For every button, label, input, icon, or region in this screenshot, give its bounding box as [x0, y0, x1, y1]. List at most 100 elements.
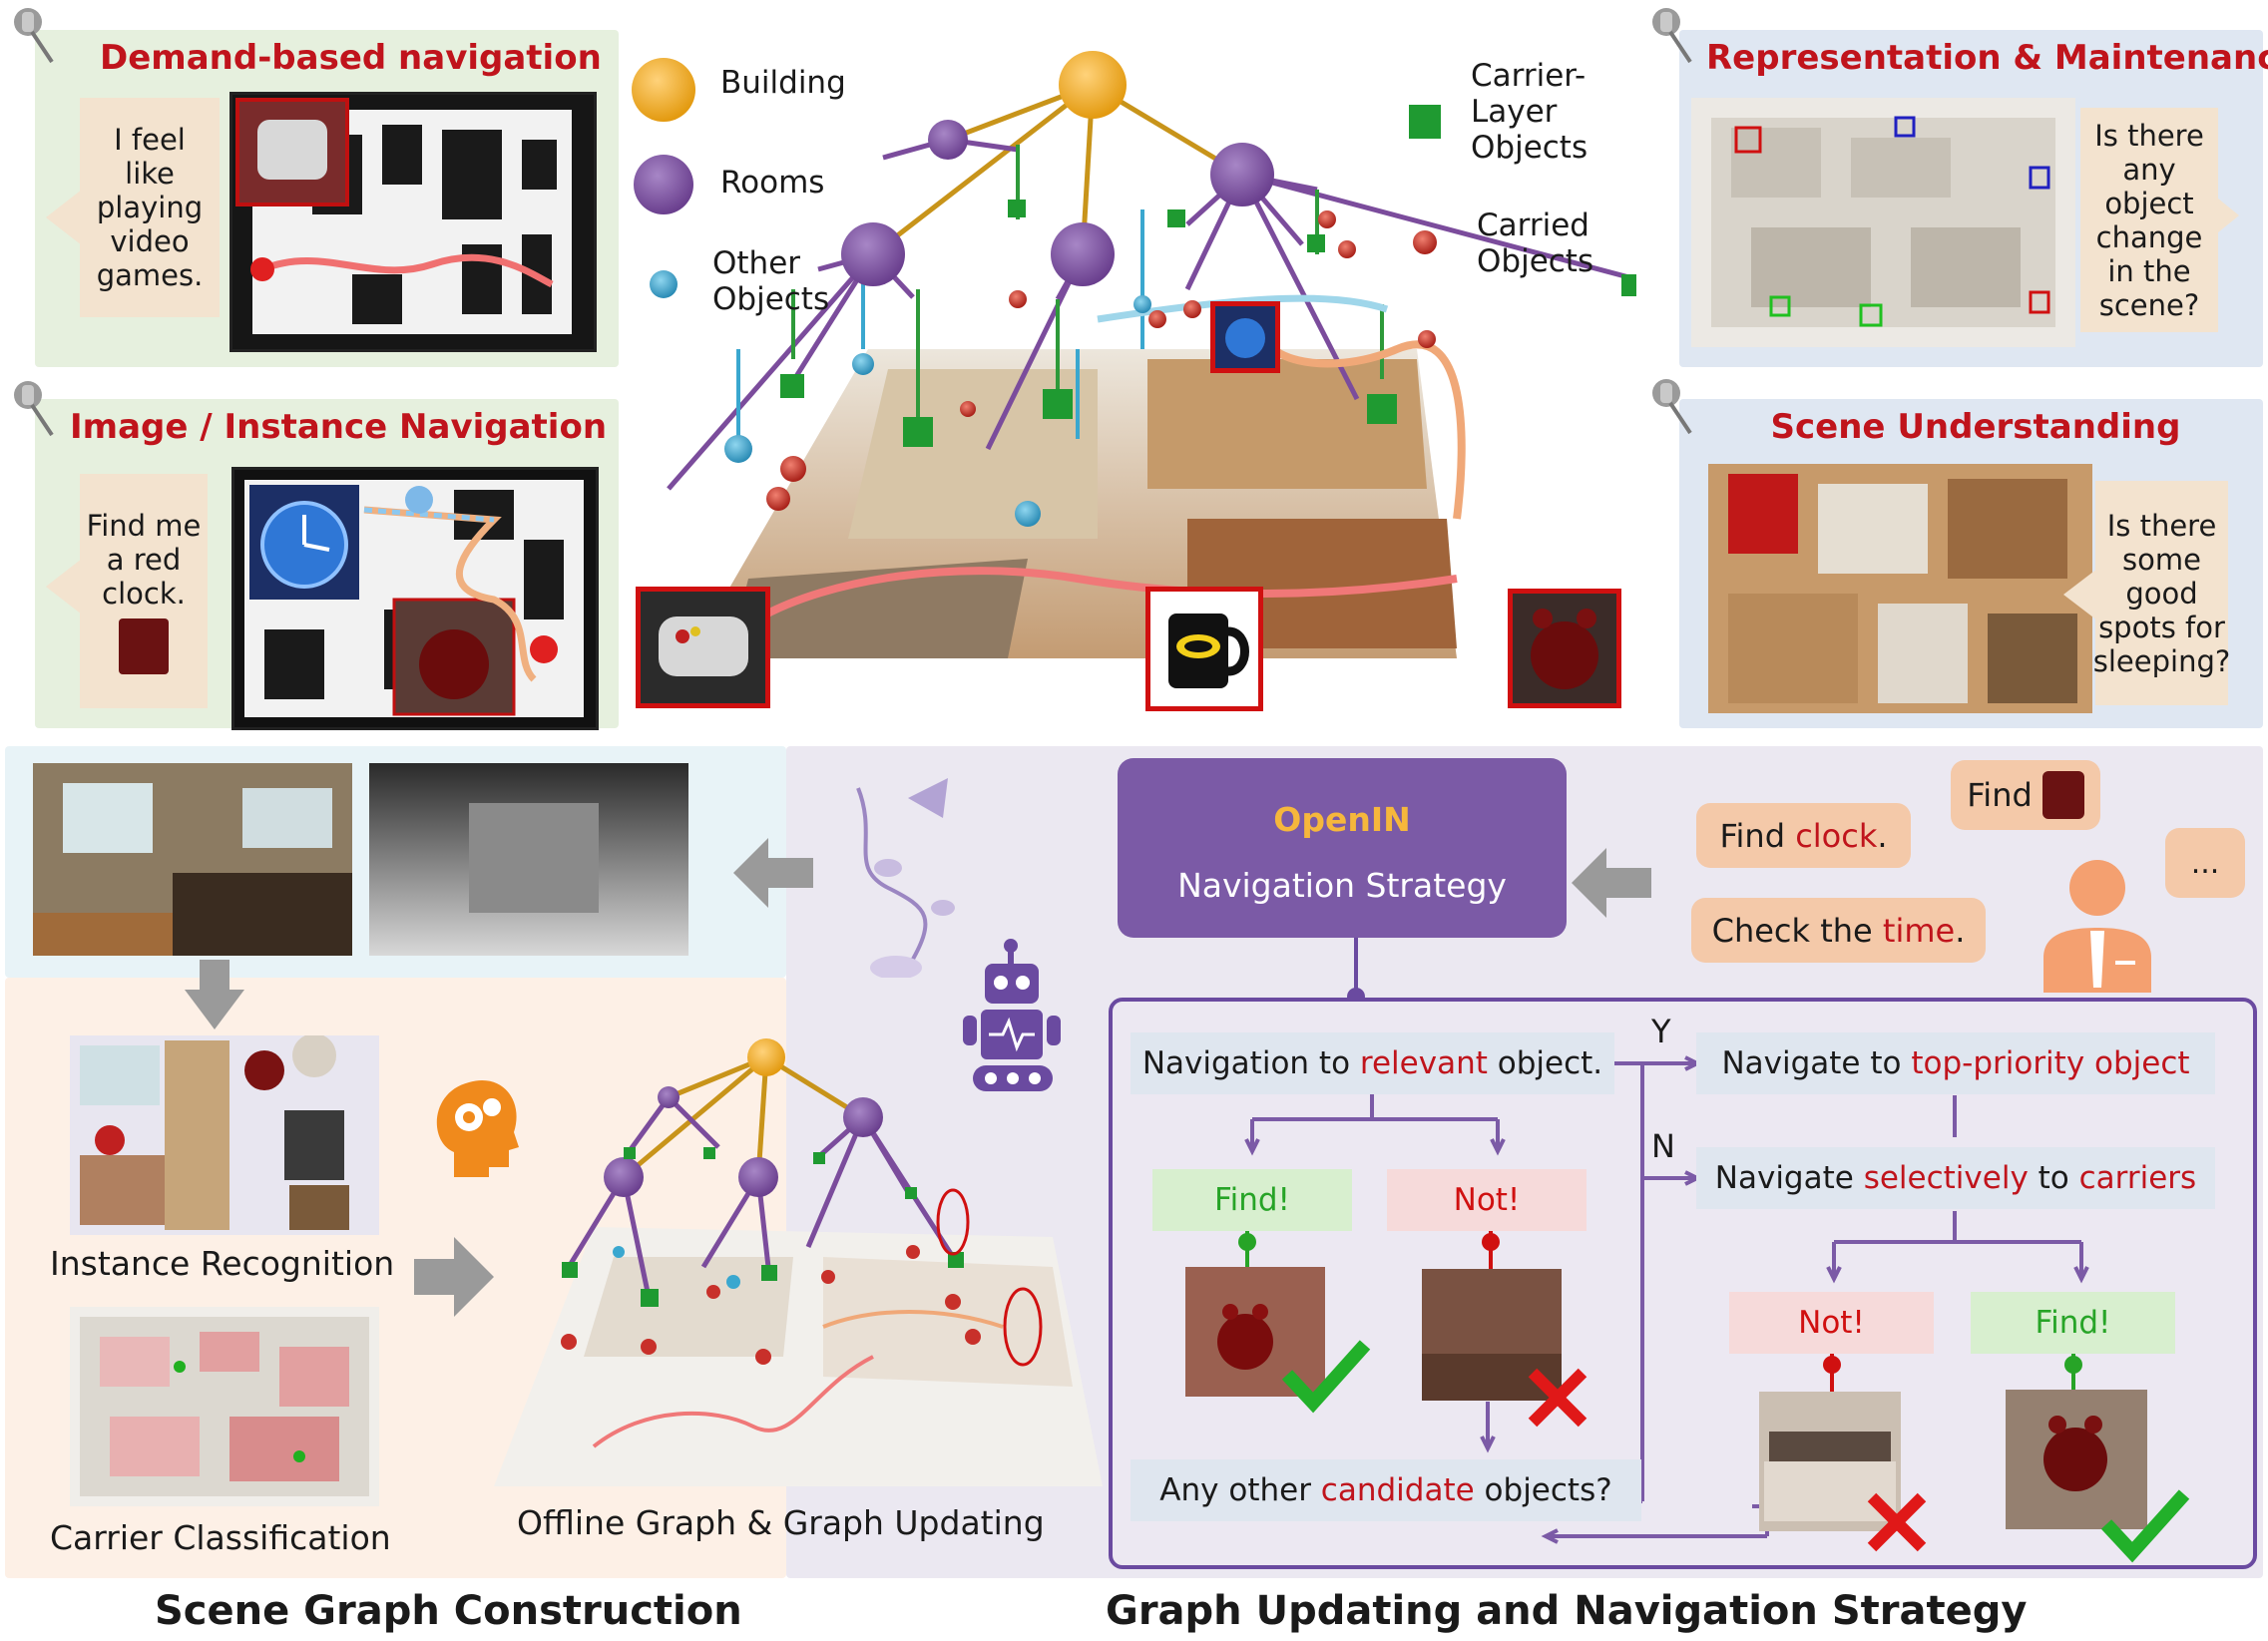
sel-mid: to — [2038, 1160, 2069, 1196]
sel-word1: selectively — [1863, 1160, 2029, 1196]
y-label: Y — [1651, 1013, 1671, 1050]
relevant-prefix: Navigation to — [1141, 1045, 1351, 1081]
representation-title: Representation & Maintenance — [1706, 38, 2268, 78]
check-icon — [2100, 1486, 2190, 1570]
blue-clock-thumb — [1210, 301, 1280, 373]
sel-word2: carriers — [2078, 1160, 2197, 1196]
legend-rooms: Rooms — [720, 165, 825, 201]
instance-recognition-label: Instance Recognition — [50, 1244, 395, 1283]
arrow-left-icon — [1572, 848, 1651, 922]
find2-dot — [2064, 1356, 2082, 1374]
not2-dot — [1823, 1356, 1841, 1374]
offline-graph — [494, 1027, 1103, 1516]
brain-gear-icon — [424, 1072, 524, 1186]
alarm-clock-thumb — [1508, 589, 1621, 708]
offline-graph-label: Offline Graph & Graph Updating — [517, 1503, 1045, 1542]
legend-carrier-layer: Carrier-Layer Objects — [1471, 58, 1588, 166]
legend-building: Building — [720, 65, 846, 101]
find2-box: Find! — [1971, 1292, 2175, 1354]
any-suffix: objects? — [1484, 1472, 1612, 1508]
n-label: N — [1651, 1127, 1675, 1165]
not2-label: Not! — [1798, 1305, 1865, 1341]
find-clock-word: clock — [1795, 816, 1878, 855]
pin-icon — [8, 377, 56, 439]
relevant-suffix: object. — [1497, 1045, 1603, 1081]
clock-icon — [2041, 771, 2084, 819]
arrow-right-icon — [414, 1237, 494, 1321]
find-connector — [1245, 1231, 1249, 1271]
user-avatar-icon — [2036, 853, 2155, 997]
user-find-clock-bubble: Find clock. — [1696, 803, 1911, 868]
relevant-word: relevant — [1359, 1045, 1488, 1081]
not-label: Not! — [1453, 1182, 1521, 1218]
top-priority-box: Navigate to top-priority object — [1696, 1032, 2215, 1094]
not-connector — [1489, 1231, 1493, 1271]
user-more-bubble: ... — [2165, 828, 2245, 898]
openin-name: OpenIN — [1273, 800, 1411, 839]
not-dot — [1482, 1233, 1500, 1251]
cross-icon — [1866, 1491, 1928, 1557]
center-scene — [629, 20, 1643, 718]
rgb-image — [33, 763, 352, 956]
not2-box: Not! — [1729, 1292, 1934, 1354]
user-check-time-bubble: Check the time. — [1691, 898, 1986, 963]
scene-graph-svg — [632, 51, 1643, 658]
top-prefix: Navigate to — [1721, 1045, 1902, 1081]
scene-understanding-bubble: Is there some good spots for sleeping? — [2093, 481, 2230, 705]
pin-icon — [1646, 375, 1694, 437]
found-clock-image — [1185, 1267, 1325, 1397]
legend-carried: Carried Objects — [1477, 207, 1594, 279]
robot-icon — [963, 938, 1073, 1101]
mug-thumb — [1145, 587, 1263, 711]
bubble-tail — [2207, 190, 2239, 241]
representation-bubble: Is there any object change in the scene? — [2080, 108, 2218, 332]
scene-understanding-map — [1708, 464, 2092, 713]
legend-other-objects: Other Objects — [712, 245, 830, 317]
found-clock2-image — [2006, 1390, 2147, 1529]
scene-graph-construction-title: Scene Graph Construction — [155, 1588, 742, 1634]
carrier-classification-label: Carrier Classification — [50, 1518, 391, 1557]
representation-map — [1691, 98, 2075, 347]
check-prefix: Check the — [1711, 911, 1873, 950]
find-clock-prefix: Find — [1719, 816, 1786, 855]
image-instance-bubble-text: Find me a red clock. — [86, 508, 202, 611]
arrow-left-icon — [733, 838, 813, 912]
not-box: Not! — [1387, 1169, 1587, 1231]
openin-subtitle: Navigation Strategy — [1177, 866, 1507, 905]
find-clock-suffix: . — [1877, 816, 1888, 855]
bubble-tail — [46, 190, 82, 245]
openin-strategy-box: OpenIN Navigation Strategy — [1118, 758, 1567, 938]
bubble-tail — [46, 559, 82, 615]
check-word: time — [1882, 911, 1956, 950]
find-box: Find! — [1152, 1169, 1352, 1231]
instance-recognition-image — [70, 1035, 379, 1235]
sel-prefix: Navigate — [1714, 1160, 1854, 1196]
find2-connector — [2071, 1354, 2075, 1396]
strategy-section-title: Graph Updating and Navigation Strategy — [1106, 1588, 2028, 1634]
any-prefix: Any other — [1159, 1472, 1311, 1508]
check-icon — [1281, 1337, 1371, 1421]
find2-label: Find! — [2035, 1305, 2111, 1341]
cross-icon — [1527, 1367, 1588, 1433]
any-word: candidate — [1320, 1472, 1475, 1508]
user-more-text: ... — [2190, 845, 2220, 881]
depth-image — [369, 763, 688, 956]
pin-icon — [8, 4, 56, 66]
red-clock-thumb — [119, 617, 169, 674]
image-instance-bubble: Find me a red clock. — [80, 474, 208, 708]
carrier-classification-image — [70, 1307, 379, 1506]
check-suffix: . — [1955, 911, 1966, 950]
instance-map — [231, 467, 599, 730]
scene-understanding-title: Scene Understanding — [1770, 407, 2181, 447]
candidate-objects-box: Any other candidate objects? — [1131, 1459, 1641, 1521]
pin-icon — [1646, 4, 1694, 66]
connector-line — [1354, 938, 1358, 996]
demand-map — [229, 92, 597, 352]
find-dot — [1238, 1233, 1256, 1251]
find-label: Find! — [1214, 1182, 1290, 1218]
user-find-label: Find — [1967, 776, 2033, 814]
demand-title: Demand-based navigation — [100, 38, 602, 78]
relevant-object-box: Navigation to relevant object. — [1131, 1032, 1614, 1094]
wiggle-trail-icon — [848, 778, 978, 982]
bubble-tail — [2063, 569, 2097, 620]
